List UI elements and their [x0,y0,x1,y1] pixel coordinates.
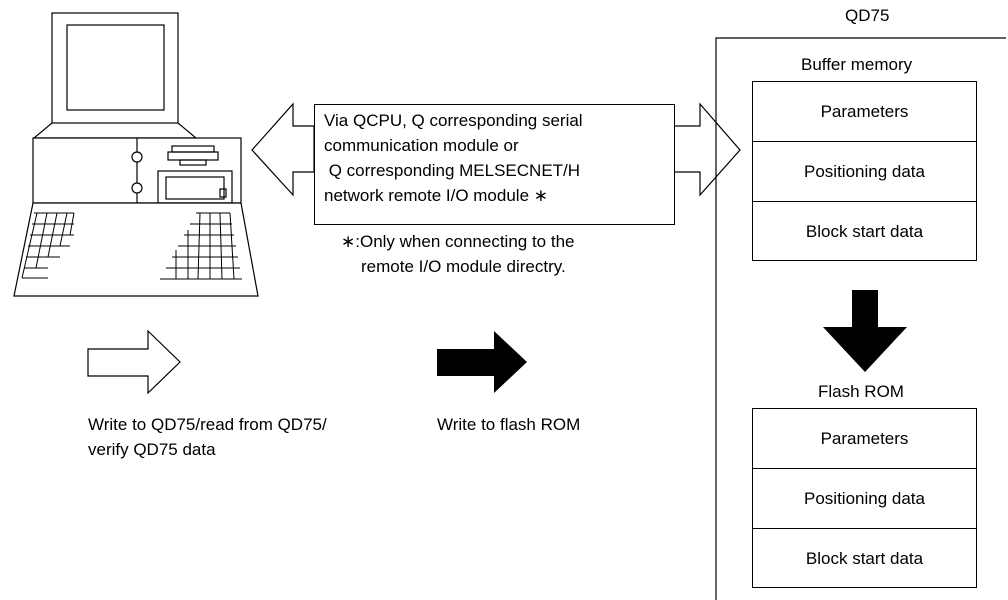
connection-line: Via QCPU, Q corresponding serial [324,111,583,130]
keyboard-keys-right [160,212,242,280]
legend-white-arrow-label: Write to QD75/read from QD75/ [88,415,327,434]
connection-line: communication module or [324,136,519,155]
buffer-memory-title: Buffer memory [801,55,913,74]
connection-route-box: Via QCPU, Q corresponding serial communi… [314,104,675,225]
flash-rom-item: Block start data [753,528,976,588]
left-transfer-arrow [251,102,315,197]
connection-line: Q corresponding MELSECNET/H [324,161,581,180]
computer-icon [13,12,259,297]
buffer-memory-table: Parameters Positioning data Block start … [752,81,977,261]
buffer-memory-item: Parameters [820,101,909,121]
module-title: QD75 [845,6,890,25]
connection-line: network remote I/O module ∗ [324,186,548,205]
keyboard-keys-left [21,212,75,279]
flash-rom-item: Parameters [820,428,909,448]
qd75-frame [715,37,1006,600]
legend-black-arrow [437,331,527,393]
legend-white-arrow-label: verify QD75 data [88,440,216,459]
flash-rom-title: Flash ROM [818,382,904,401]
legend-white-arrow [87,329,181,395]
buffer-memory-item: Block start data [753,201,976,261]
connection-note: ∗:Only when connecting to the [341,232,575,251]
right-transfer-arrow [673,102,741,197]
connection-note: remote I/O module directry. [361,257,566,276]
legend-black-arrow-label: Write to flash ROM [437,415,581,434]
flash-rom-item: Positioning data [753,468,976,528]
save-to-flash-arrow [823,290,907,372]
flash-rom-table: Parameters Positioning data Block start … [752,408,977,588]
buffer-memory-item: Positioning data [753,141,976,201]
